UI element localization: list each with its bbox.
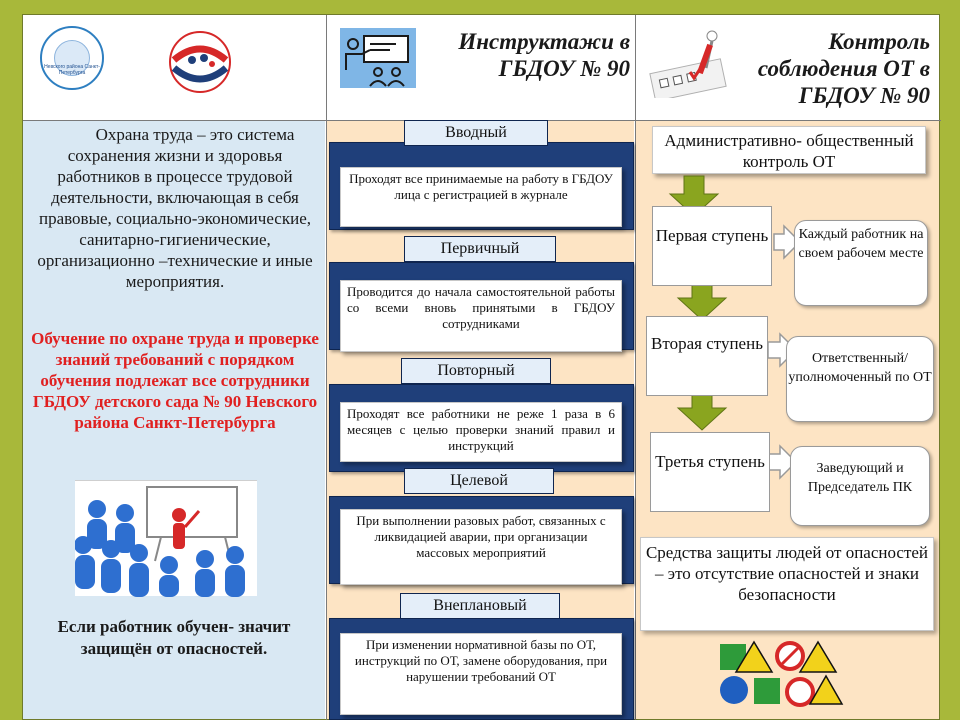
summary-text: Если работник обучен- значит защищён от … xyxy=(57,617,291,658)
control-title: Контроль соблюдения ОТ в ГБДОУ № 90 xyxy=(757,29,930,108)
unscheduled-description: При изменении нормативной базы по ОТ, ин… xyxy=(340,633,622,715)
logo-emblem-icon xyxy=(54,40,90,76)
column-divider xyxy=(635,15,636,720)
stage-first-responsible: Каждый работник на своем рабочем месте xyxy=(794,220,928,306)
tag-repeated: Повторный xyxy=(401,358,551,384)
protection-means-text: Средства защиты людей от опасностей – эт… xyxy=(640,537,934,631)
introductory-description: Проходят все принимаемые на работу в ГБД… xyxy=(340,167,622,227)
repeated-description: Проходят все работники не реже 1 раза в … xyxy=(340,402,622,462)
stage-third: Третья ступень xyxy=(650,432,770,512)
primary-description: Проводится до начала самостоятельной раб… xyxy=(340,280,622,352)
stage-second-responsible: Ответственный/ уполномоченный по ОТ xyxy=(786,336,934,422)
tag-unscheduled: Внеплановый xyxy=(400,593,560,619)
targeted-description: При выполнении разовых работ, связанных … xyxy=(340,509,622,585)
column-divider xyxy=(326,15,327,720)
definition-text: Охрана труда – это система сохранения жи… xyxy=(37,125,313,291)
kindergarten-logo: Невского района Санкт-Петербурга xyxy=(40,26,104,90)
stage-third-responsible: Заведующий и Председатель ПК xyxy=(790,446,930,526)
stage-second: Вторая ступень xyxy=(646,316,768,396)
checklist-icon xyxy=(644,28,734,98)
tag-targeted: Целевой xyxy=(404,468,554,494)
labor-protection-logo xyxy=(160,20,240,100)
presentation-icon xyxy=(340,28,416,88)
tag-primary: Первичный xyxy=(404,236,556,262)
info-column xyxy=(23,121,325,719)
instructions-title: Инструктажи в ГБДОУ № 90 xyxy=(458,29,630,81)
control-heading: Административно- общественный контроль О… xyxy=(652,126,926,174)
tag-introductory: Вводный xyxy=(404,120,548,146)
safety-signs-illustration xyxy=(714,640,844,710)
logo-caption: Невского района Санкт-Петербурга xyxy=(44,64,100,76)
control-arrows xyxy=(668,175,802,480)
training-requirement-text: Обучение по охране труда и проверке знан… xyxy=(31,329,319,432)
training-illustration xyxy=(75,480,257,597)
stage-first: Первая ступень xyxy=(652,206,772,286)
